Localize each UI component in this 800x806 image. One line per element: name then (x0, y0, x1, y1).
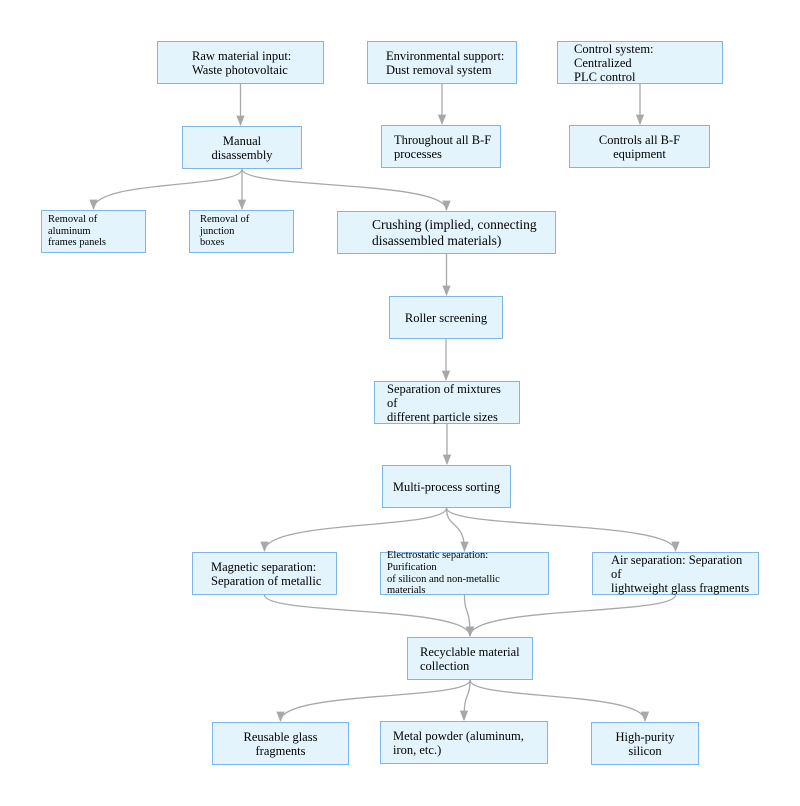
node-high-purity-silicon: High-purity silicon (591, 722, 699, 765)
node-reusable-glass-fragments: Reusable glass fragments (212, 722, 349, 765)
edge-magnetic-to-collection (263, 594, 475, 638)
node-electrostatic-separation: Electrostatic separation: Purification o… (380, 550, 549, 596)
node-crushing: Crushing (implied, connecting disassembl… (337, 211, 556, 254)
node-throughout-processes: Throughout all B-F processes (381, 125, 501, 168)
node-removal-aluminum-frames: Removal of aluminum frames panels (41, 210, 146, 253)
edge-manual-disassembly-to-removal-aluminum (89, 168, 243, 211)
node-magnetic-separation: Magnetic separation: Separation of metal… (192, 552, 337, 595)
edge-multi-sorting-to-air (445, 507, 680, 553)
node-multi-process-sorting: Multi-process sorting (382, 465, 511, 508)
node-air-separation: Air separation: Separation of lightweigh… (592, 552, 759, 595)
edge-multi-sorting-to-electrostatic (445, 507, 469, 553)
edge-collection-to-silicon (469, 679, 650, 723)
node-roller-screening: Roller screening (389, 296, 503, 339)
node-controls-all-equipment: Controls all B-F equipment (569, 125, 710, 168)
node-recyclable-material-collection: Recyclable material collection (407, 637, 533, 680)
edge-collection-to-glass (276, 679, 471, 723)
edge-collection-to-metal-powder (459, 679, 471, 722)
node-removal-junction-boxes: Removal of junction boxes (189, 210, 294, 253)
edge-manual-disassembly-to-crushing (241, 168, 451, 212)
node-environmental-support: Environmental support: Dust removal syst… (367, 41, 517, 84)
node-separation-of-mixtures: Separation of mixtures of different part… (374, 381, 520, 424)
node-control-system: Control system: Centralized PLC control (557, 41, 723, 84)
node-raw-material-input: Raw material input: Waste photovoltaic (157, 41, 324, 84)
edge-multi-sorting-to-magnetic (260, 507, 448, 553)
node-manual-disassembly: Manual disassembly (182, 126, 302, 169)
node-metal-powder: Metal powder (aluminum, iron, etc.) (380, 721, 548, 764)
edge-air-to-collection (465, 594, 677, 638)
